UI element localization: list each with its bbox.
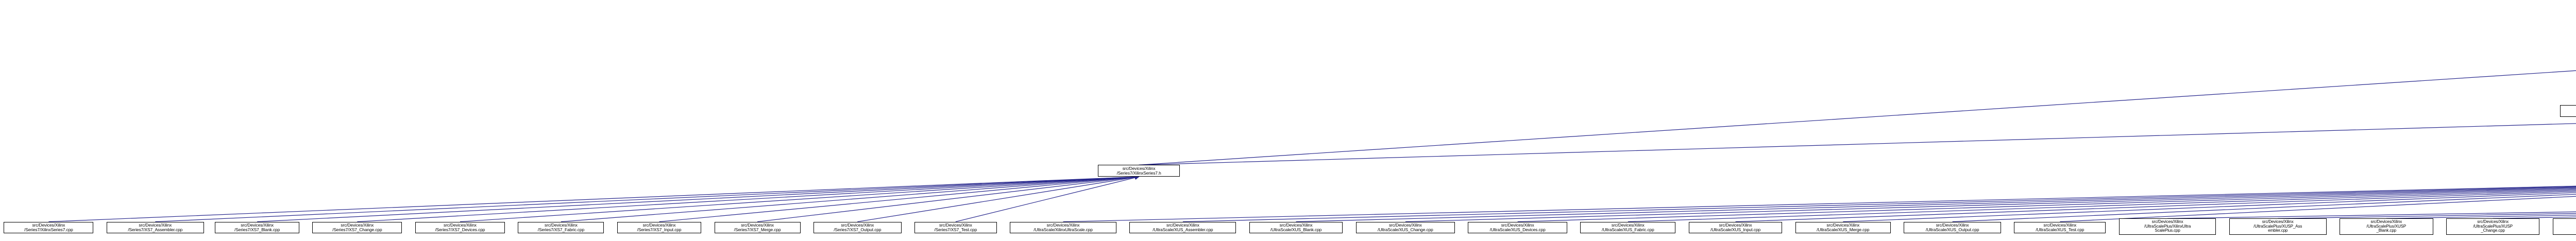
graph-edge xyxy=(2386,215,2576,219)
graph-edge xyxy=(561,175,1140,222)
graph-edge xyxy=(1735,191,2576,222)
graph-node[interactable]: src/Devices/Xilinx /Series6/XS6_Fabric.h xyxy=(2560,105,2576,117)
graph-edge xyxy=(659,175,1140,222)
graph-edge xyxy=(48,175,1140,222)
graph-edge xyxy=(1843,192,2576,222)
graph-node[interactable]: src/Devices/Xilinx /Series7/XilinxSeries… xyxy=(4,221,94,234)
graph-edge xyxy=(757,175,1140,222)
graph-node[interactable]: src/Devices/Xilinx /UltraScale/XUS_Fabri… xyxy=(1580,221,1676,234)
graph-node[interactable]: src/Devices/Xilinx /Series7/XS7_Test.cpp xyxy=(914,221,997,234)
graph-node[interactable]: src/Devices/Xilinx /Series7/XS7_Fabric.c… xyxy=(518,221,604,234)
graph-node[interactable]: src/Devices/Xilinx /Series7/XS7_Assemble… xyxy=(106,221,204,234)
graph-edge xyxy=(955,175,1140,222)
graph-node[interactable]: src/Devices/Xilinx /UltraScale/XUS_Merge… xyxy=(1795,221,1891,234)
graph-node[interactable]: src/Devices/Xilinx /UltraScalePlus/XUSP … xyxy=(2340,218,2433,235)
graph-edge xyxy=(460,175,1140,222)
graph-node[interactable]: src/Devices/Xilinx /UltraScale/XUS_Outpu… xyxy=(1904,221,2001,234)
graph-edge xyxy=(857,175,1140,222)
graph-node[interactable]: src/Devices/Xilinx /Series7/XS7_Change.c… xyxy=(312,221,402,234)
graph-node[interactable]: src/Devices/Xilinx /UltraScale/XUS_Test.… xyxy=(2014,221,2106,234)
graph-node[interactable]: src/Devices/Xilinx /UltraScale/XUS_Blank… xyxy=(1249,221,1343,234)
graph-node[interactable]: src/Devices/Xilinx /UltraScale/XUS_Assem… xyxy=(1129,221,1236,234)
graph-node[interactable]: src/Devices/Xilinx /Series7/XS7_Output.c… xyxy=(814,221,902,234)
graph-node[interactable]: src/Devices/Xilinx /Series7/XS7_Input.cp… xyxy=(617,221,702,234)
graph-node[interactable]: src/Devices/Xilinx /UltraScalePlus/XUSP … xyxy=(2552,218,2576,235)
graph-node[interactable]: src/Devices/Xilinx /Series7/XS7_Devices.… xyxy=(415,221,505,234)
graph-edge xyxy=(1952,194,2576,222)
graph-node[interactable]: src/Devices/Xilinx /UltraScale/XilinxUlt… xyxy=(1010,221,1117,234)
graph-edge xyxy=(1139,123,2576,165)
graph-node[interactable]: src/Devices/Xilinx /UltraScalePlus/XUSP_… xyxy=(2229,218,2327,235)
graph-node[interactable]: src/Devices/Xilinx /UltraScalePlus/Xilin… xyxy=(2119,218,2216,235)
graph-edge xyxy=(1139,70,2576,165)
graph-edge xyxy=(2060,196,2576,222)
graph-edge xyxy=(1182,186,2576,222)
graph-node[interactable]: src/Devices/Xilinx /UltraScalePlus/XUSP … xyxy=(2446,218,2540,235)
graph-edge xyxy=(2493,216,2576,219)
graph-edge xyxy=(1296,187,2576,222)
graph-edge xyxy=(2278,213,2576,219)
graph-edge xyxy=(1405,187,2576,222)
graph-node[interactable]: src/Devices/Xilinx /UltraScale/XUS_Chang… xyxy=(1355,221,1455,234)
graph-edge xyxy=(1063,185,2576,222)
graph-node[interactable]: src/Devices/Xilinx /Series7/XS7_Blank.cp… xyxy=(215,221,299,234)
graph-edge xyxy=(1628,190,2576,222)
graph-edge xyxy=(1517,188,2576,222)
graph-node[interactable]: src/Devices/Xilinx /UltraScale/XUS_Input… xyxy=(1688,221,1783,234)
graph-node[interactable]: src/Devices/Xilinx /Series7/XilinxSeries… xyxy=(1097,165,1180,177)
graph-node[interactable]: src/Devices/Xilinx /Series7/XS7_Merge.cp… xyxy=(714,221,801,234)
graph-edge xyxy=(155,175,1140,222)
graph-edge xyxy=(257,175,1140,222)
graph-node[interactable]: src/Devices/Xilinx /UltraScale/XUS_Devic… xyxy=(1468,221,1567,234)
graph-edge xyxy=(357,175,1140,222)
graph-edge xyxy=(2167,211,2576,219)
